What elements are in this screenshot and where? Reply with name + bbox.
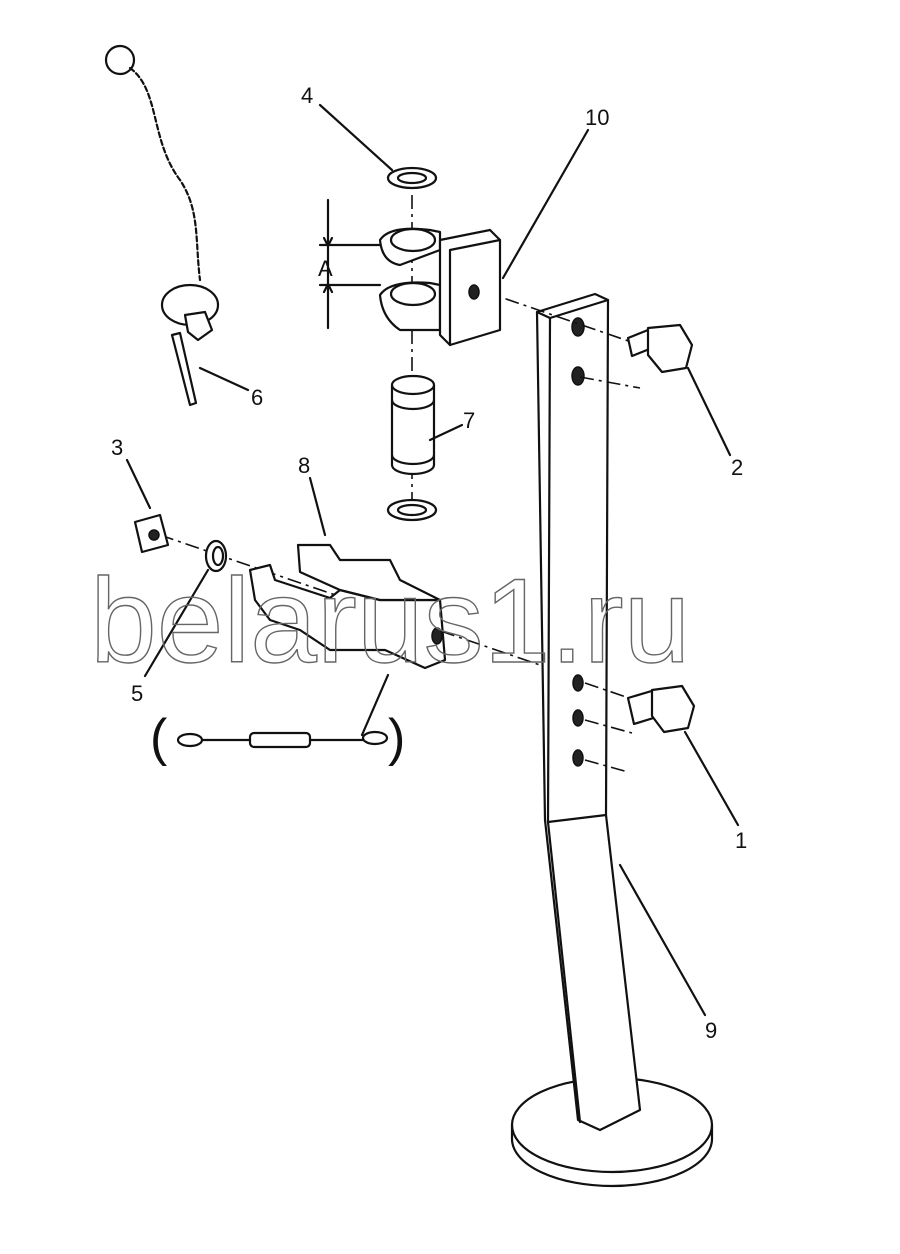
dimension-a: A (318, 198, 382, 330)
holder-part-8 (248, 543, 447, 670)
nut-part-3 (133, 513, 170, 554)
callout-4: 4 (301, 83, 313, 108)
paren-close: ) (388, 709, 405, 767)
callouts: 1 2 3 4 5 6 7 8 9 10 (111, 83, 747, 1043)
turnbuckle-optional: ( ) (150, 709, 405, 767)
callout-7: 7 (463, 408, 475, 433)
leader-lines (125, 103, 740, 1017)
callout-6: 6 (251, 385, 263, 410)
stand-part-9 (510, 292, 714, 1188)
callout-5: 5 (131, 681, 143, 706)
retaining-ring-part-4 (386, 166, 438, 190)
callout-9: 9 (705, 1018, 717, 1043)
bolt-part-2 (626, 323, 694, 374)
dimension-label: A (318, 256, 333, 281)
callout-1: 1 (735, 828, 747, 853)
washer-part-5 (204, 539, 228, 573)
callout-10: 10 (585, 105, 609, 130)
callout-3: 3 (111, 435, 123, 460)
callout-2: 2 (731, 455, 743, 480)
callout-8: 8 (298, 453, 310, 478)
clevis-bracket-part-10 (378, 227, 502, 347)
lynch-pin-part-6 (104, 44, 220, 407)
pin-part-7 (386, 374, 438, 522)
bolt-part-1 (626, 684, 696, 734)
watermark: belarus1.ru (90, 554, 690, 688)
paren-open: ( (150, 709, 168, 767)
